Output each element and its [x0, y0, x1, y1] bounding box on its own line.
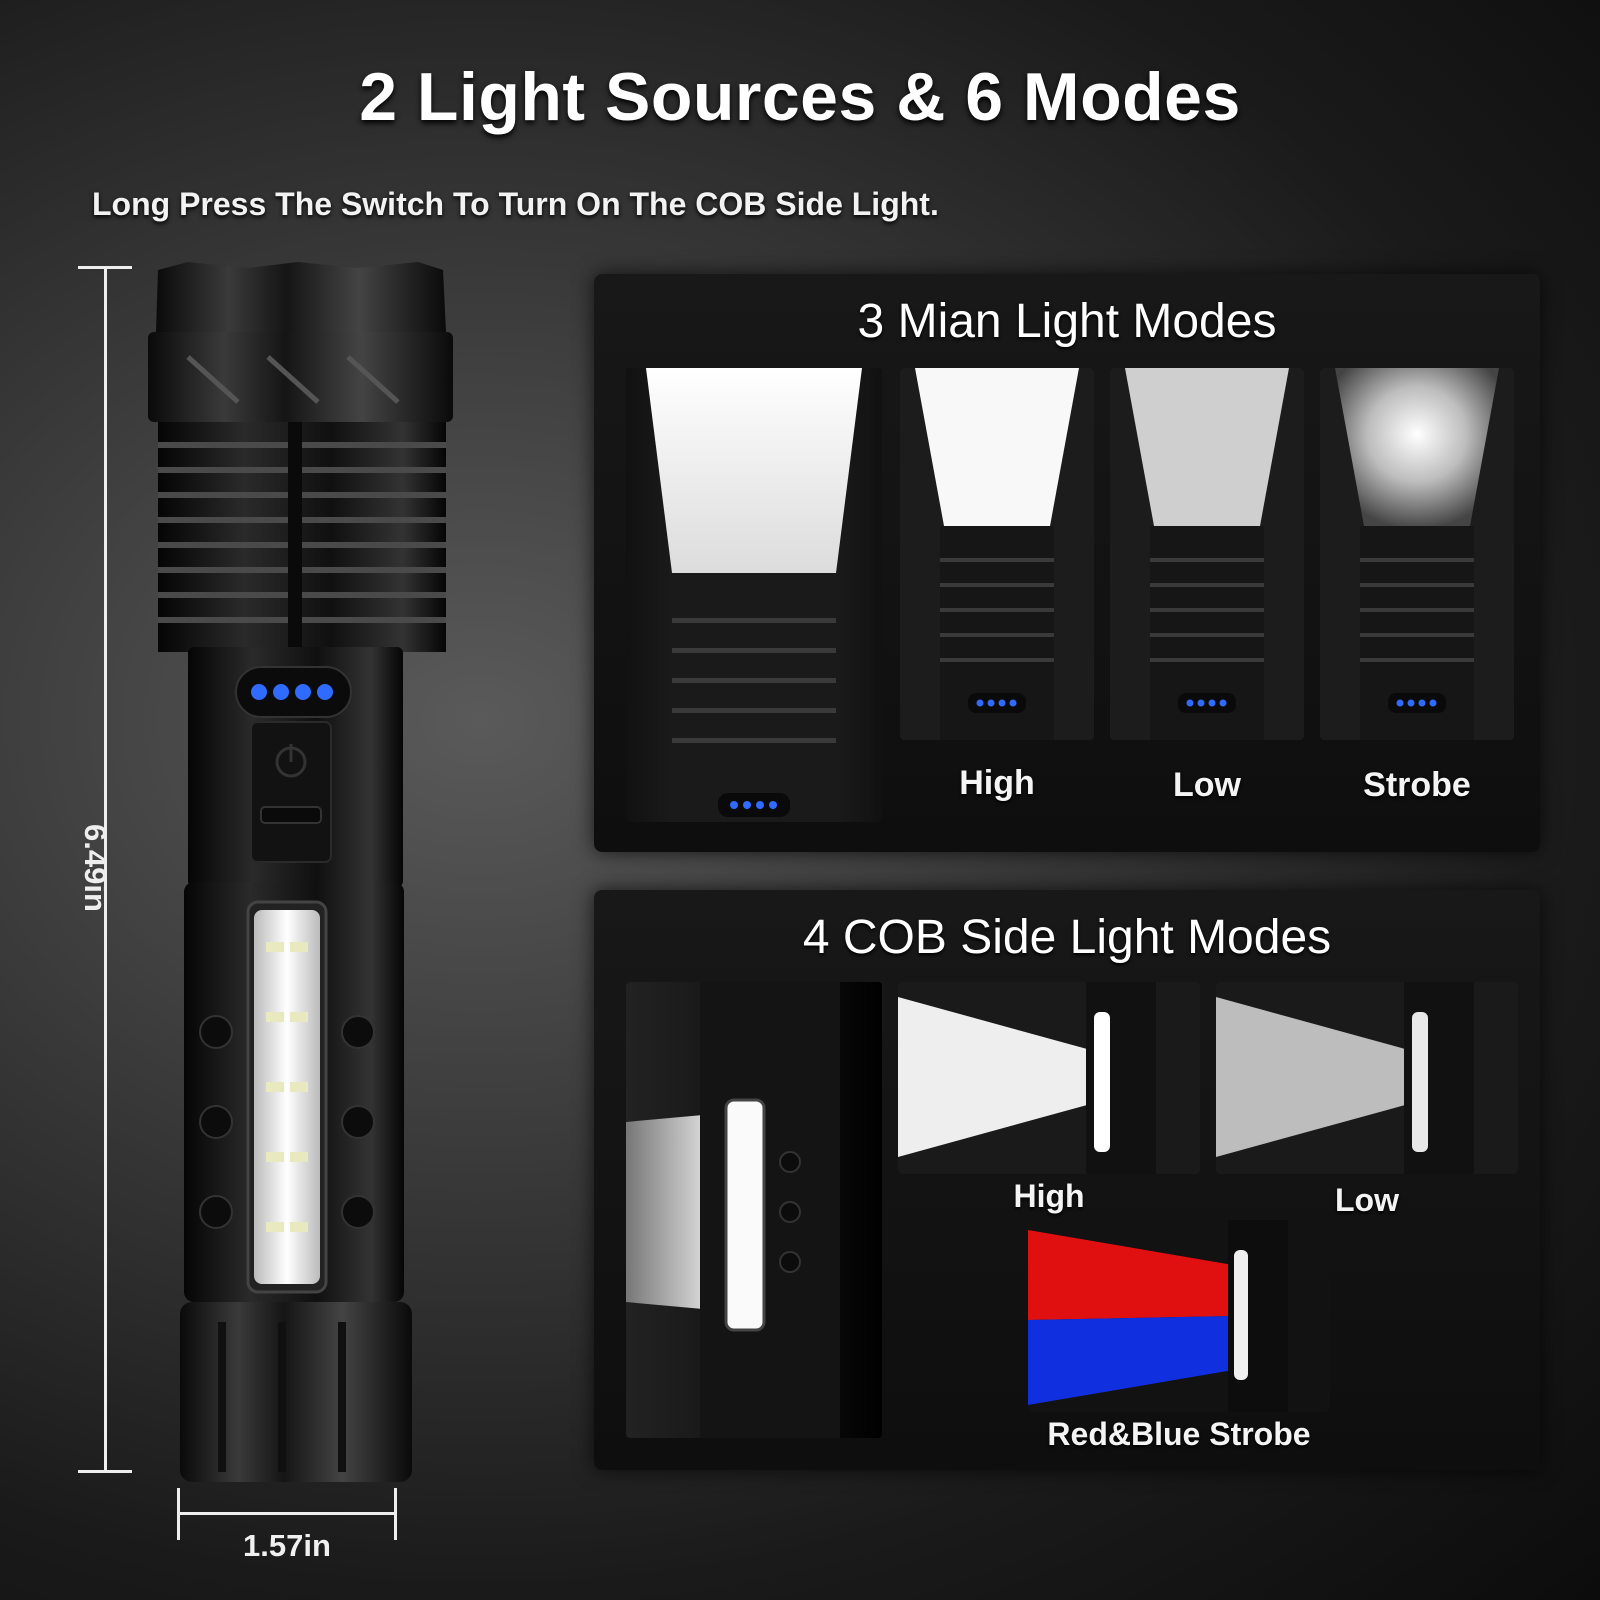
main-mode-thumbnail-overview	[626, 368, 882, 822]
cob-mode-thumbnail-red-blue-strobe	[1028, 1220, 1330, 1412]
cob-light-modes-panel: 4 COB Side Light Modes	[594, 890, 1540, 1470]
page-subtitle: Long Press The Switch To Turn On The COB…	[92, 186, 939, 222]
main-mode-thumbnail-low	[1110, 368, 1304, 740]
length-dimension-cap-bottom	[78, 1470, 132, 1473]
main-mode-label-high: High	[959, 764, 1035, 802]
length-dimension-cap-top	[78, 266, 132, 269]
length-dimension-label: 6.49in	[78, 824, 113, 912]
main-mode-thumbnail-strobe	[1320, 368, 1514, 740]
main-modes-title: 3 Mian Light Modes	[857, 295, 1277, 348]
cob-modes-title: 4 COB Side Light Modes	[802, 911, 1332, 964]
width-dimension-line	[178, 1512, 396, 1515]
flashlight-illustration	[148, 262, 458, 1482]
length-dimension-line	[104, 268, 107, 1472]
width-dimension-cap-left	[177, 1488, 180, 1540]
cob-mode-label-high: High	[1013, 1178, 1085, 1214]
cob-mode-thumbnail-overview	[626, 982, 882, 1438]
page-title: 2 Light Sources & 6 Modes	[359, 59, 1241, 135]
cob-mode-thumbnail-high	[898, 982, 1200, 1174]
main-mode-label-low: Low	[1173, 766, 1241, 804]
cob-mode-label-low: Low	[1335, 1182, 1399, 1218]
main-mode-label-strobe: Strobe	[1363, 766, 1471, 804]
main-mode-thumbnail-high	[900, 368, 1094, 740]
cob-mode-thumbnail-low	[1216, 982, 1518, 1174]
width-dimension-label: 1.57in	[243, 1528, 331, 1563]
cob-mode-label-red-blue-strobe: Red&Blue Strobe	[1047, 1416, 1311, 1452]
main-light-modes-panel: 3 Mian Light Modes	[594, 274, 1540, 852]
width-dimension-cap-right	[394, 1488, 397, 1540]
